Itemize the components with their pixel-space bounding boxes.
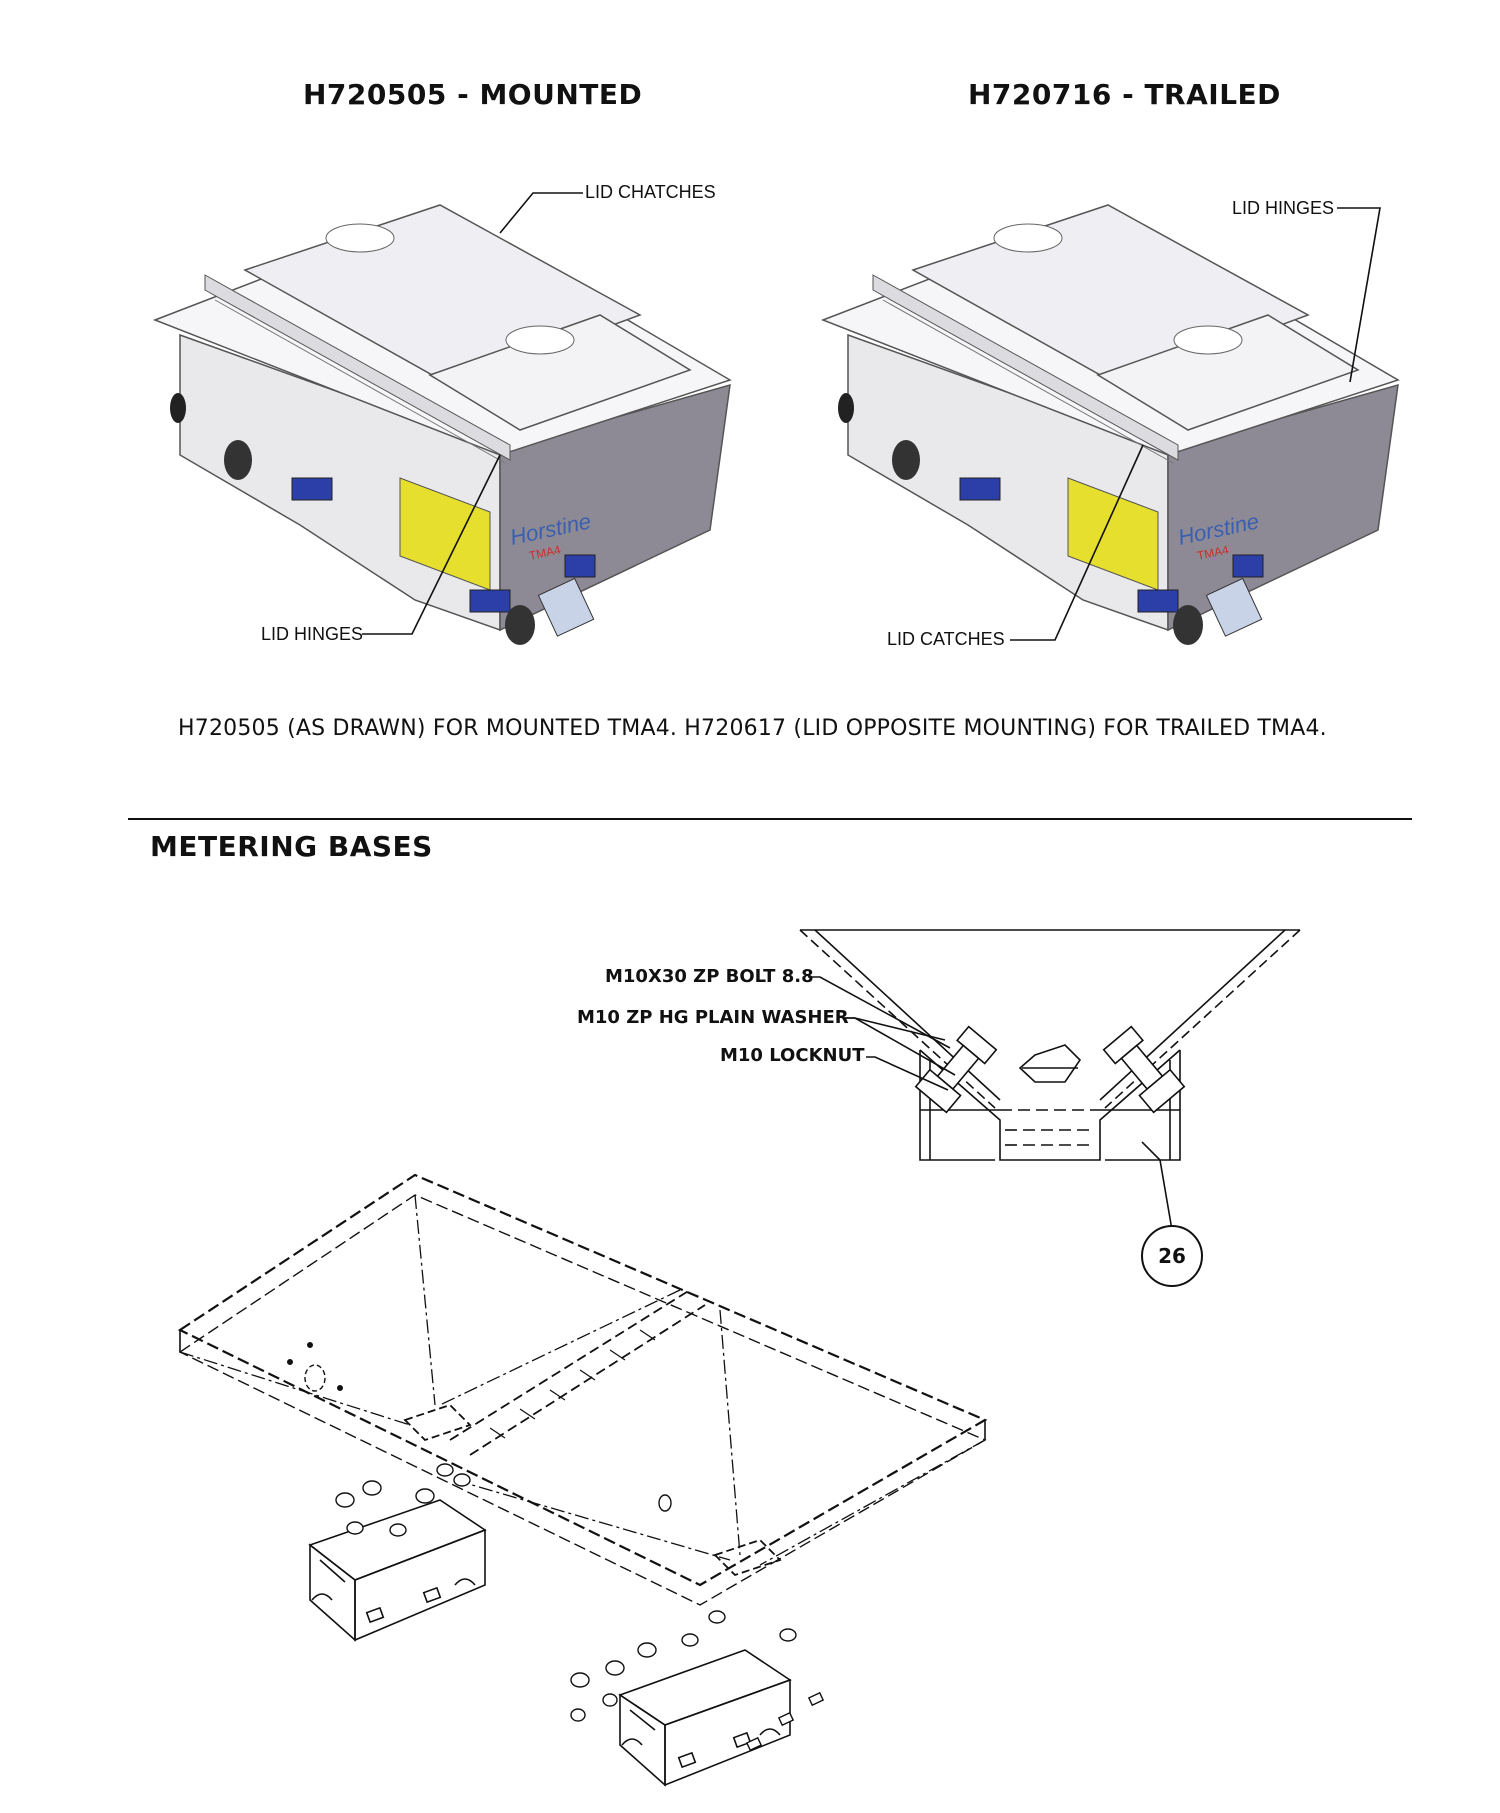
leader-lines [362,192,1381,641]
section-divider [128,818,1412,820]
locknut-callout: M10 LOCKNUT [720,1045,865,1066]
bolt-detail-section [799,929,1301,1231]
mounted-hopper-image: Horstine TMA4 [152,204,732,645]
item-balloon-26: 26 [1141,1225,1203,1287]
hopper-illustrations: Horstine TMA4 Horstine TMA4 [152,192,1400,645]
section-heading: METERING BASES [150,830,433,863]
mounted-heading: H720505 - MOUNTED [303,78,643,111]
washer-callout: M10 ZP HG PLAIN WASHER [577,1007,849,1028]
tma4-logo: TMA4 [528,543,563,563]
mounting-note: H720505 (AS DRAWN) FOR MOUNTED TMA4. H72… [178,716,1327,741]
lid-catches-callout-mounted: LID CHATCHES [585,182,716,202]
lid-hinges-callout-mounted: LID HINGES [261,624,364,644]
bolt-callout: M10X30 ZP BOLT 8.8 [605,966,814,987]
tma4-logo-2: TMA4 [1196,543,1231,563]
trailed-heading: H720716 - TRAILED [968,78,1281,111]
lid-catches-callout-trailed: LID CATCHES [887,629,1005,649]
metering-hopper-assembly [177,1173,988,1787]
lid-hinges-callout-trailed: LID HINGES [1232,198,1335,218]
